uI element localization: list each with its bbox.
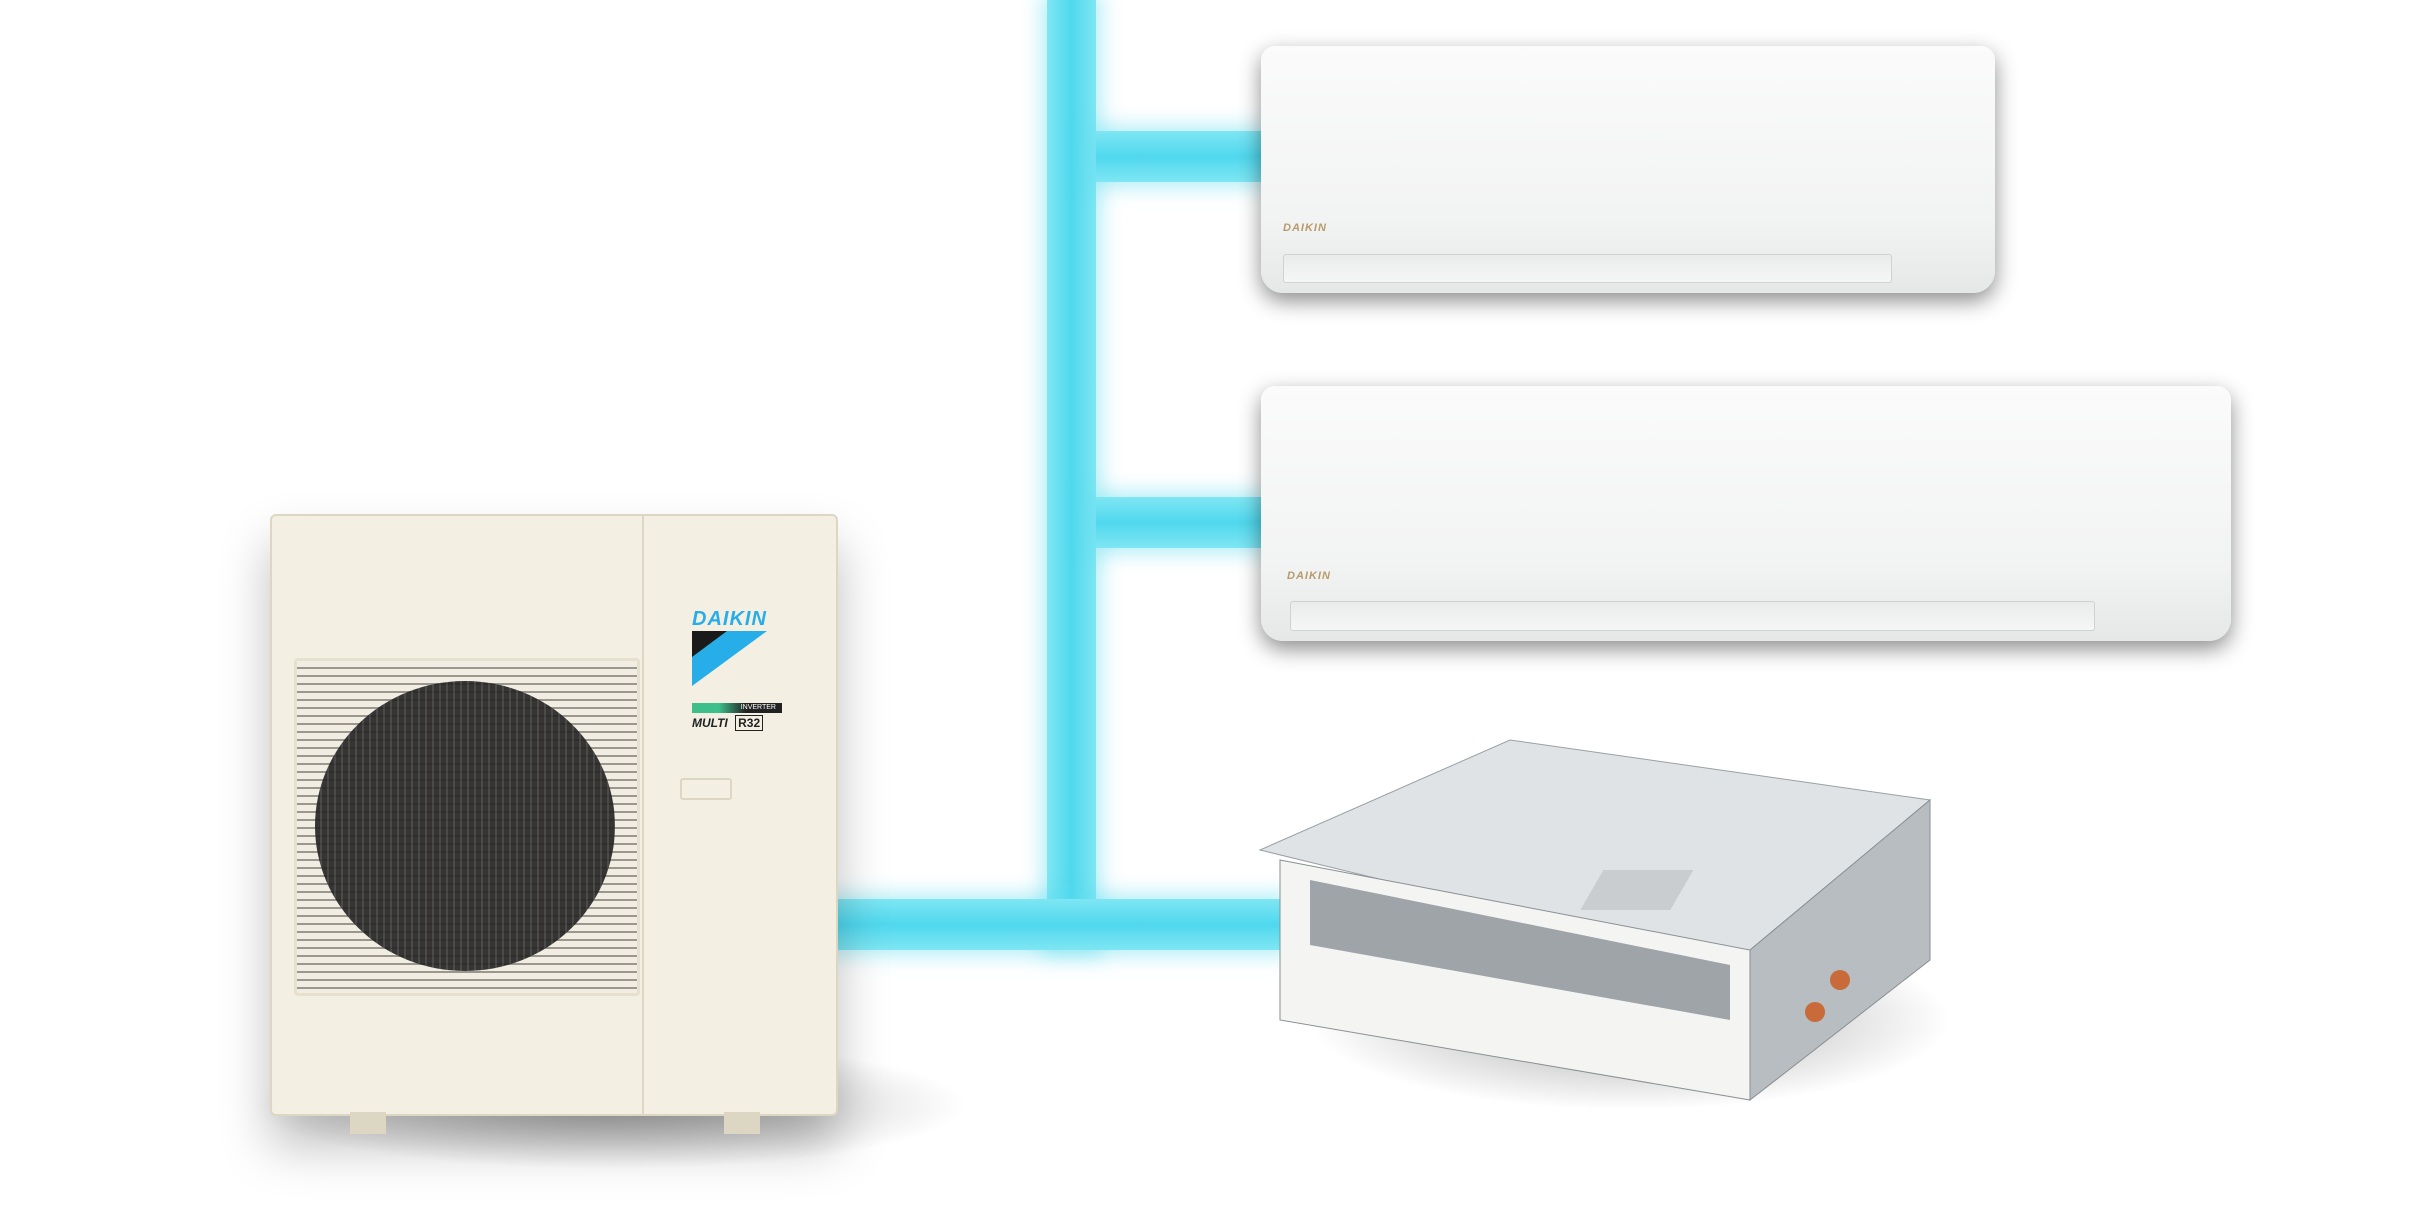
mounting-foot (350, 1112, 386, 1134)
mounting-foot (724, 1112, 760, 1134)
refrigerant-label: R32 (735, 715, 764, 731)
service-panel-divider (642, 516, 644, 1114)
branch-pipe-middle (1096, 497, 1261, 548)
duct-side-panel (1749, 798, 1931, 1102)
fan-icon (315, 681, 615, 971)
outdoor-condenser-unit: DAIKIN INVERTER MULTI R32 (270, 514, 838, 1134)
inverter-badge: INVERTER (692, 703, 782, 713)
fan-grille (294, 658, 640, 996)
inverter-badge-text: INVERTER (740, 704, 776, 711)
copper-pipe-connector (1805, 1002, 1825, 1022)
main-refrigerant-pipe (834, 899, 1284, 950)
vertical-refrigerant-pipe (1047, 0, 1096, 950)
daikin-logo-mark-icon (692, 631, 767, 686)
handle (680, 778, 732, 800)
air-vent-louver (1290, 600, 2096, 631)
model-line: MULTI R32 (692, 715, 782, 731)
daikin-logo: DAIKIN INVERTER MULTI R32 (692, 608, 782, 731)
copper-pipe-connector (1830, 970, 1850, 990)
indoor-unit-brand-label: DAIKIN (1287, 570, 1331, 582)
brand-name: DAIKIN (692, 608, 767, 630)
model-label: MULTI (692, 716, 728, 730)
air-vent-louver (1283, 253, 1893, 284)
ducted-indoor-unit (1258, 739, 1950, 1110)
wall-mounted-indoor-unit-upper: DAIKIN (1261, 46, 1995, 293)
indoor-unit-brand-label: DAIKIN (1283, 222, 1327, 234)
duct-interior (1310, 880, 1730, 1020)
branch-pipe-upper (1096, 131, 1261, 182)
duct-label-plate (1580, 870, 1694, 910)
wall-mounted-indoor-unit-middle: DAIKIN (1261, 386, 2231, 641)
